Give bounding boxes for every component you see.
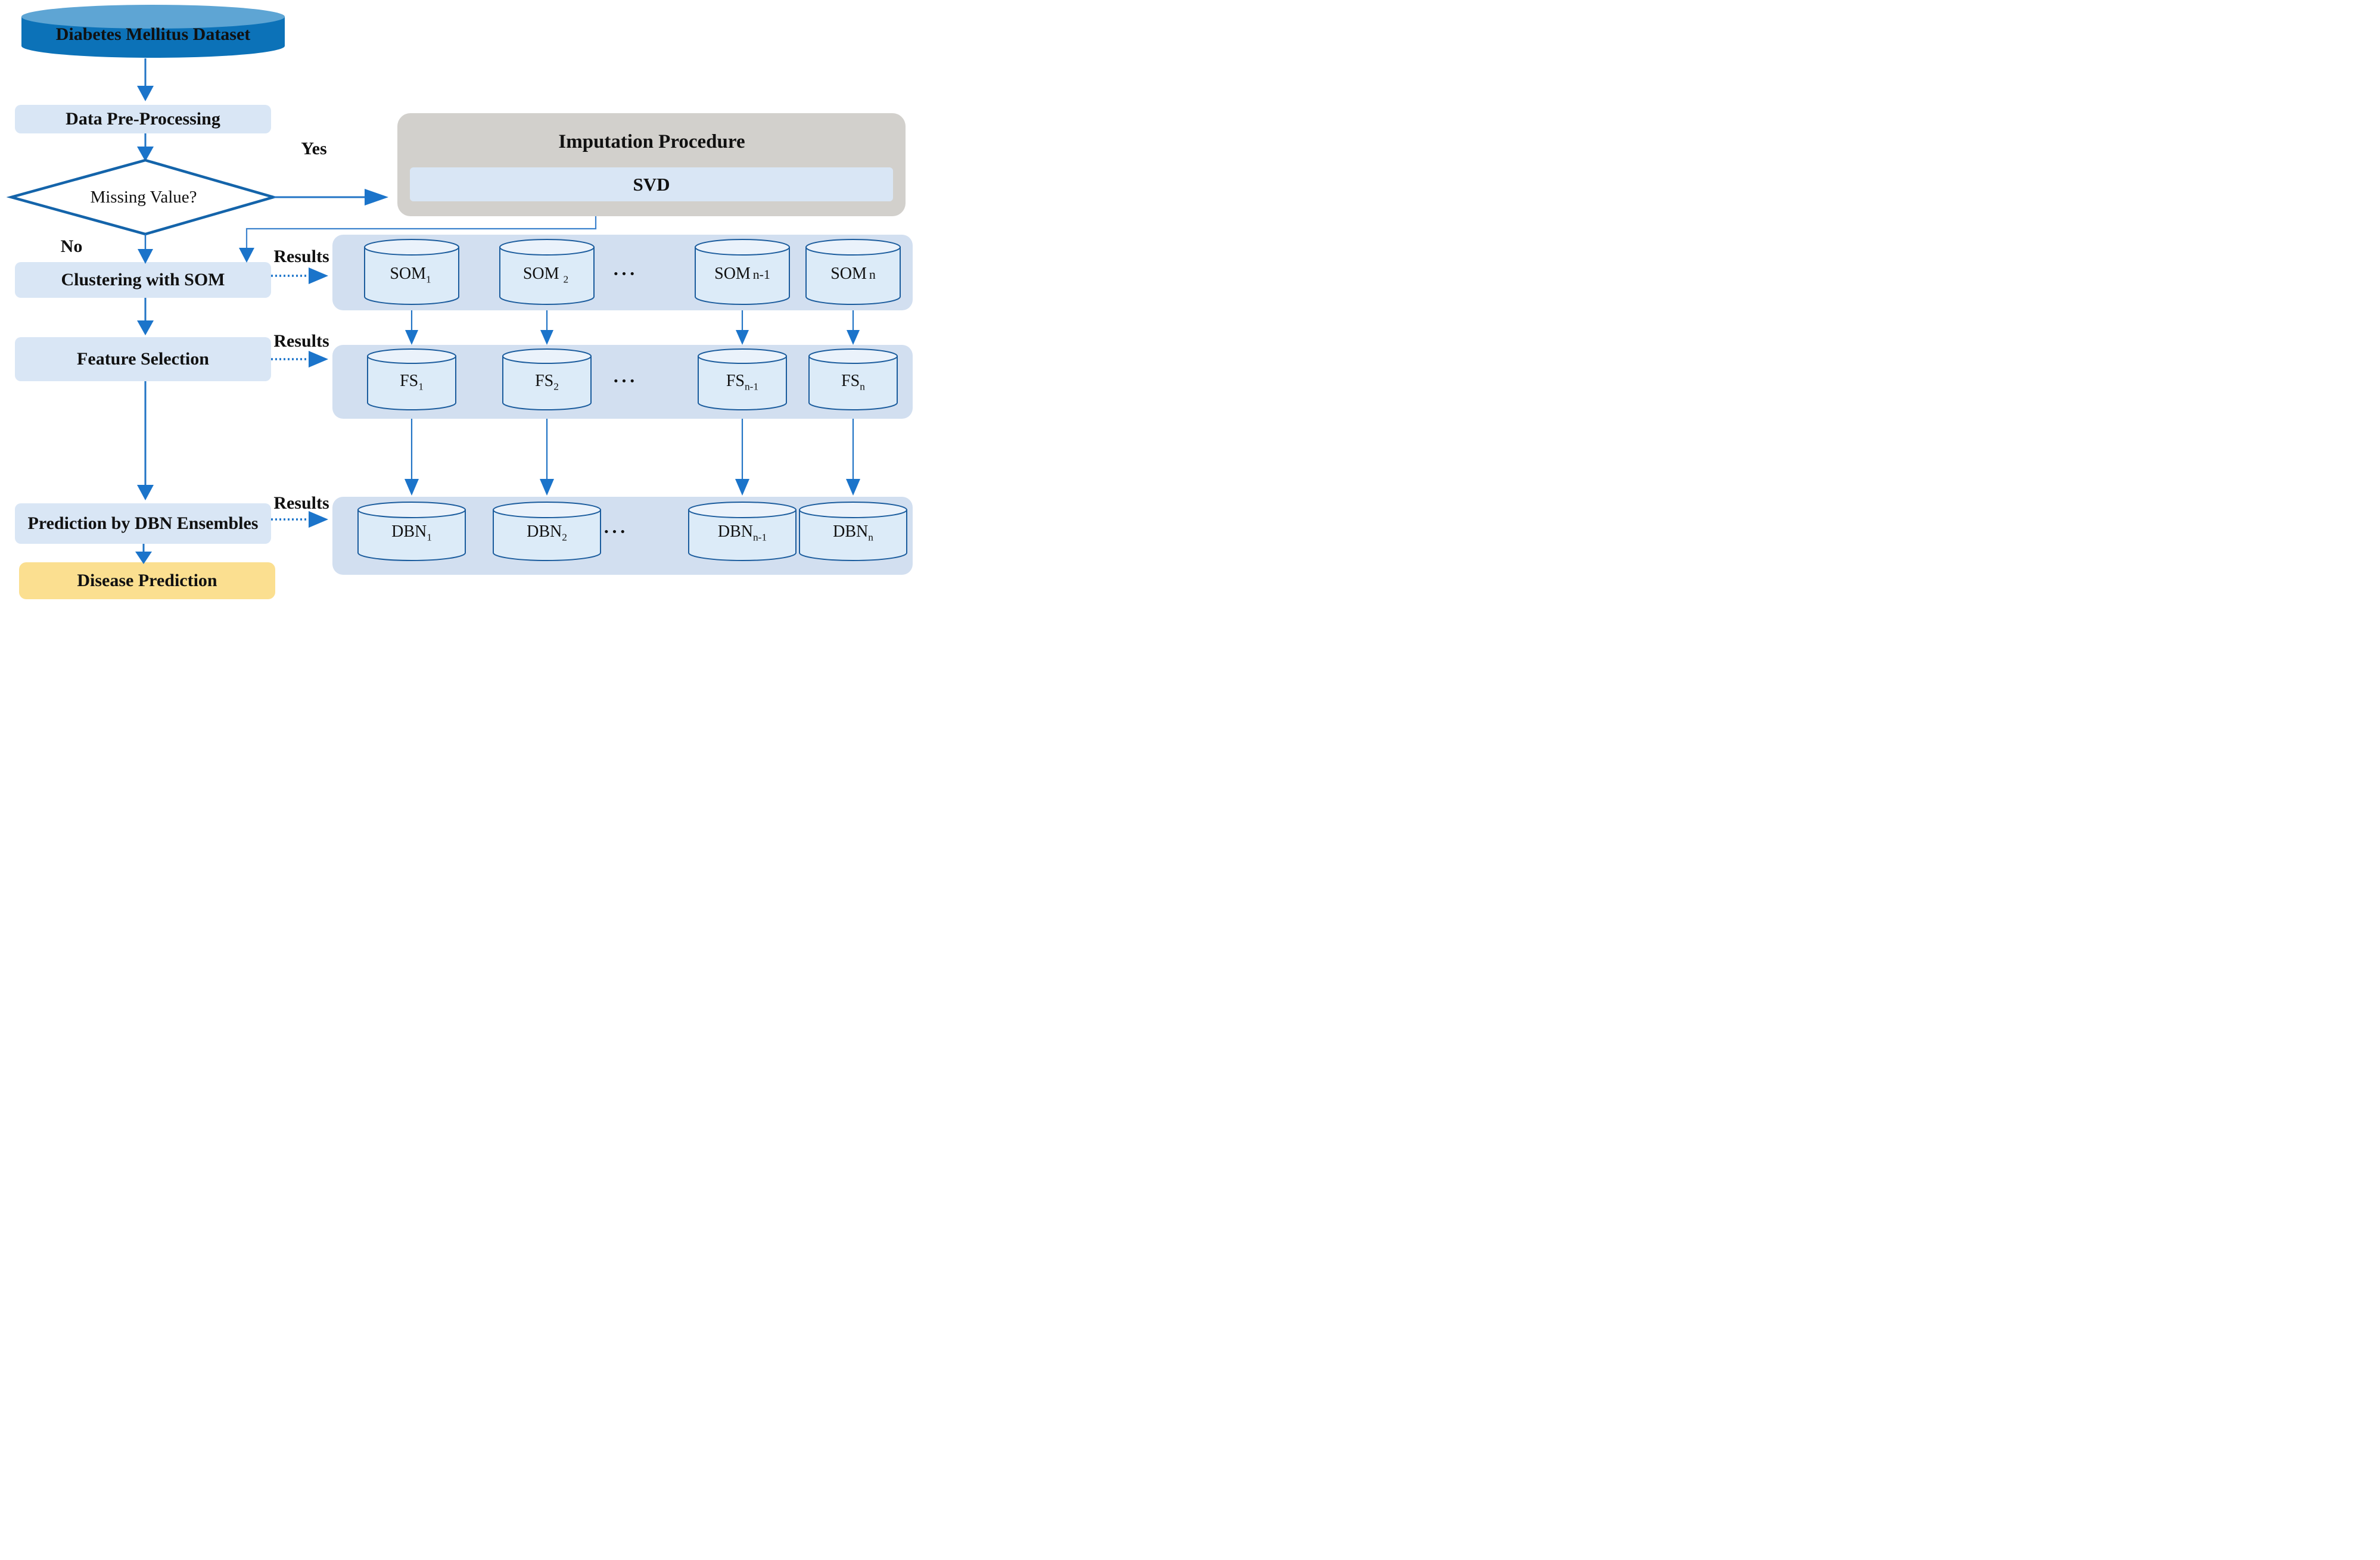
dbn1-label: DBN1 [391, 522, 432, 543]
arrow-prediction-to-disease [135, 544, 152, 564]
dbn-n1-label: DBNn-1 [717, 522, 767, 543]
clustering-box: Clustering with SOM [15, 262, 271, 298]
som2-label: SOM 2 [522, 264, 569, 285]
dbn-ellipsis: ··· [603, 521, 628, 543]
svd-box: SVD [410, 167, 893, 201]
fs-n-label: FSn [841, 372, 865, 393]
preprocessing-box: Data Pre-Processing [15, 105, 271, 133]
results-label-fs: Results [273, 331, 329, 351]
fs1-label: FS1 [400, 372, 424, 393]
dotted-arrow-feature-results [271, 351, 328, 368]
arrow-feature-to-prediction [137, 381, 154, 500]
arrows-som-to-fs [405, 310, 860, 345]
dbn2-label: DBN2 [527, 522, 567, 543]
yes-label: Yes [301, 139, 327, 159]
disease-prediction-label: Disease Prediction [77, 571, 217, 590]
arrows-fs-to-dbn [405, 419, 860, 496]
flowchart-canvas: Data Pre-Processing SVD Clustering with … [0, 0, 920, 603]
som-ellipsis: ··· [612, 263, 637, 285]
arrow-yes-to-imputation [273, 189, 388, 205]
som1-label: SOM1 [390, 264, 431, 285]
prediction-label: Prediction by DBN Ensembles [27, 513, 259, 533]
fs2-label: FS2 [535, 372, 559, 393]
feature-selection-label: Feature Selection [77, 349, 209, 369]
imputation-title: Imputation Procedure [558, 130, 745, 152]
dataset-label: Diabetes Mellitus Dataset [55, 24, 251, 45]
svd-label: SVD [633, 173, 670, 195]
arrow-preprocessing-to-decision [137, 133, 154, 161]
prediction-box: Prediction by DBN Ensembles [15, 503, 271, 544]
decision-label: Missing Value? [90, 187, 197, 207]
preprocessing-label: Data Pre-Processing [66, 109, 220, 129]
results-label-som: Results [273, 247, 329, 267]
feature-selection-box: Feature Selection [15, 337, 271, 381]
arrow-no-to-clustering [138, 234, 153, 264]
results-label-dbn: Results [273, 493, 329, 513]
dotted-arrow-clustering-results [271, 267, 328, 284]
fs-n1-label: FSn-1 [726, 372, 759, 393]
no-label: No [60, 236, 83, 257]
dbn-n-label: DBNn [833, 522, 873, 543]
disease-prediction-box: Disease Prediction [19, 562, 275, 599]
clustering-label: Clustering with SOM [61, 270, 225, 289]
arrow-dataset-to-preprocessing [137, 58, 154, 101]
fs-ellipsis: ··· [612, 370, 637, 392]
arrow-clustering-to-feature [137, 298, 154, 335]
